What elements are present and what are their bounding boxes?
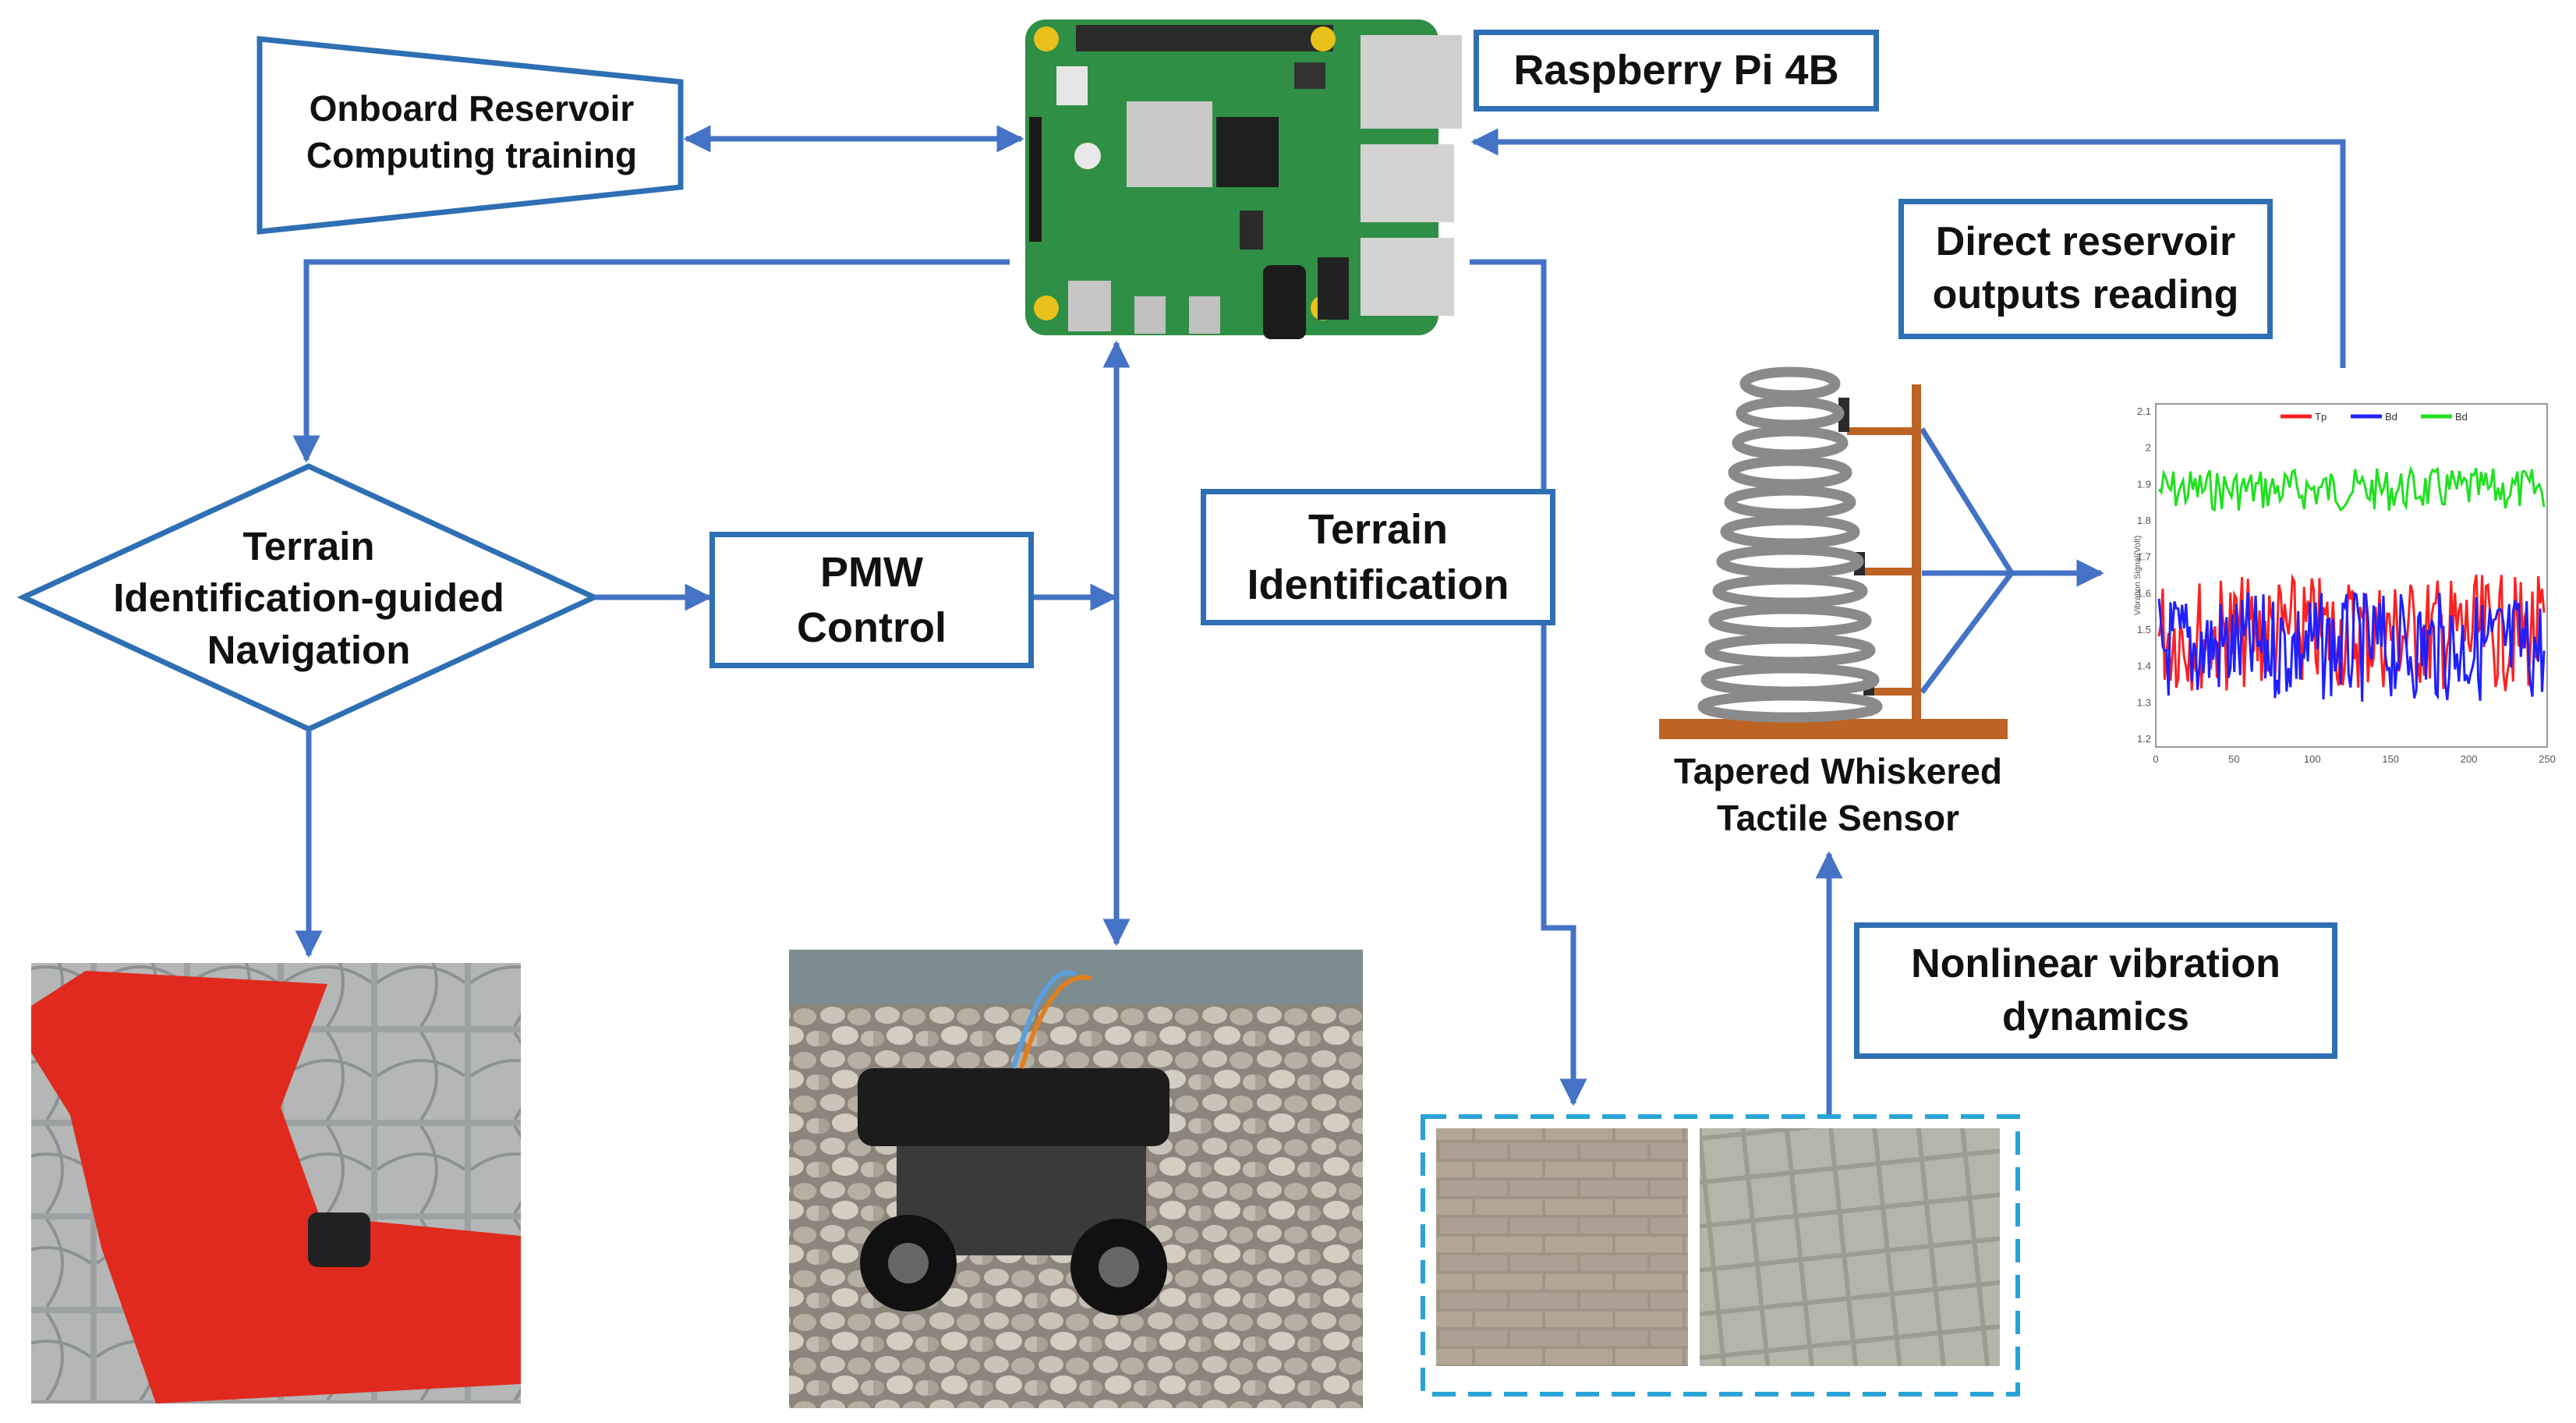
whisker-sensor-image: [1659, 366, 2008, 739]
plot-ytick-label: 1.8: [2137, 515, 2151, 526]
signal-plot: 2.1 2 1.9 1.8 1.7 1.6 1.5 1.4 1.3 1.2 0 50 100 150 20…: [2133, 403, 2556, 765]
plot-ytick-label: 1.7: [2137, 551, 2151, 563]
raspberry-pi-label: Raspberry Pi 4B: [1474, 30, 1879, 112]
plot-xtick-label: 100: [2304, 753, 2321, 765]
plot-ytick-label: 1.6: [2137, 587, 2151, 599]
plot-ylabel: Vibration Signal(Volt): [2133, 536, 2143, 616]
plot-legend-label: Bd: [2385, 411, 2397, 423]
mount-hole-icon: [1034, 296, 1059, 320]
spring-coils: [1697, 366, 1883, 723]
robot-on-path-icon: [308, 1212, 370, 1267]
plot-trace-red: [2157, 573, 2546, 692]
plot-xtick-label: 50: [2228, 753, 2239, 765]
terrain-photos-group: [1421, 1114, 2020, 1396]
plot-ytick-label: 1.9: [2137, 478, 2151, 490]
plot-ytick-label: 1.3: [2137, 696, 2151, 708]
plot-xtick-label: 150: [2382, 753, 2399, 765]
raspberry-pi-board-image: [1025, 19, 1462, 339]
tile-terrain-photo: [1700, 1128, 2000, 1366]
arrow-plot-pi: [1470, 128, 2346, 368]
plot-legend-label: Bd: [2455, 411, 2468, 423]
plot-trace-blue: [2157, 591, 2546, 702]
plot-ytick-label: 2: [2146, 442, 2151, 454]
plot-legend-label: Tp: [2315, 411, 2327, 423]
raspberry-logo-icon: [1074, 143, 1101, 169]
terrain-navigation-label: Terrain Identification-guided Navigation: [113, 524, 504, 672]
onboard-training-shape: [257, 36, 684, 235]
terrain-identification-box: Terrain Identification: [1201, 489, 1555, 625]
onboard-training-label: Onboard Reservoir Computing training: [306, 88, 638, 175]
robot-car-photo: [789, 950, 1363, 1408]
arrow-sensor-plot: [1920, 427, 2101, 695]
red-path-photo: [31, 963, 521, 1404]
arrow-pi-navigation: [292, 259, 1010, 463]
mount-hole-icon: [1311, 27, 1336, 51]
arrow-pi-terrain-photos: [1470, 259, 1587, 1106]
mount-hole-icon: [1034, 27, 1059, 51]
direct-outputs-box: Direct reservoir outputs reading: [1898, 199, 2273, 339]
plot-ytick-label: 2.1: [2137, 405, 2151, 417]
plot-ytick-label: 1.2: [2137, 733, 2151, 745]
plot-xtick-label: 0: [2153, 753, 2158, 765]
plot-legend: Tp Bd Bd: [2281, 411, 2468, 423]
plot-frame: [2155, 403, 2548, 748]
terrain-photos-dashed-box: [1421, 1114, 2020, 1396]
plot-ytick-label: 1.4: [2137, 660, 2151, 672]
pmw-control-box: PMW Control: [709, 532, 1034, 668]
plot-ytick-label: 1.5: [2137, 624, 2151, 635]
brick-terrain-photo: [1436, 1128, 1688, 1366]
plot-trace-green: [2157, 465, 2546, 512]
vibration-box: Nonlinear vibration dynamics: [1854, 922, 2337, 1059]
plot-xtick-label: 200: [2461, 753, 2478, 765]
sensor-label: Tapered Whiskered Tactile Sensor: [1674, 751, 2002, 838]
plot-xtick-label: 250: [2539, 753, 2556, 765]
